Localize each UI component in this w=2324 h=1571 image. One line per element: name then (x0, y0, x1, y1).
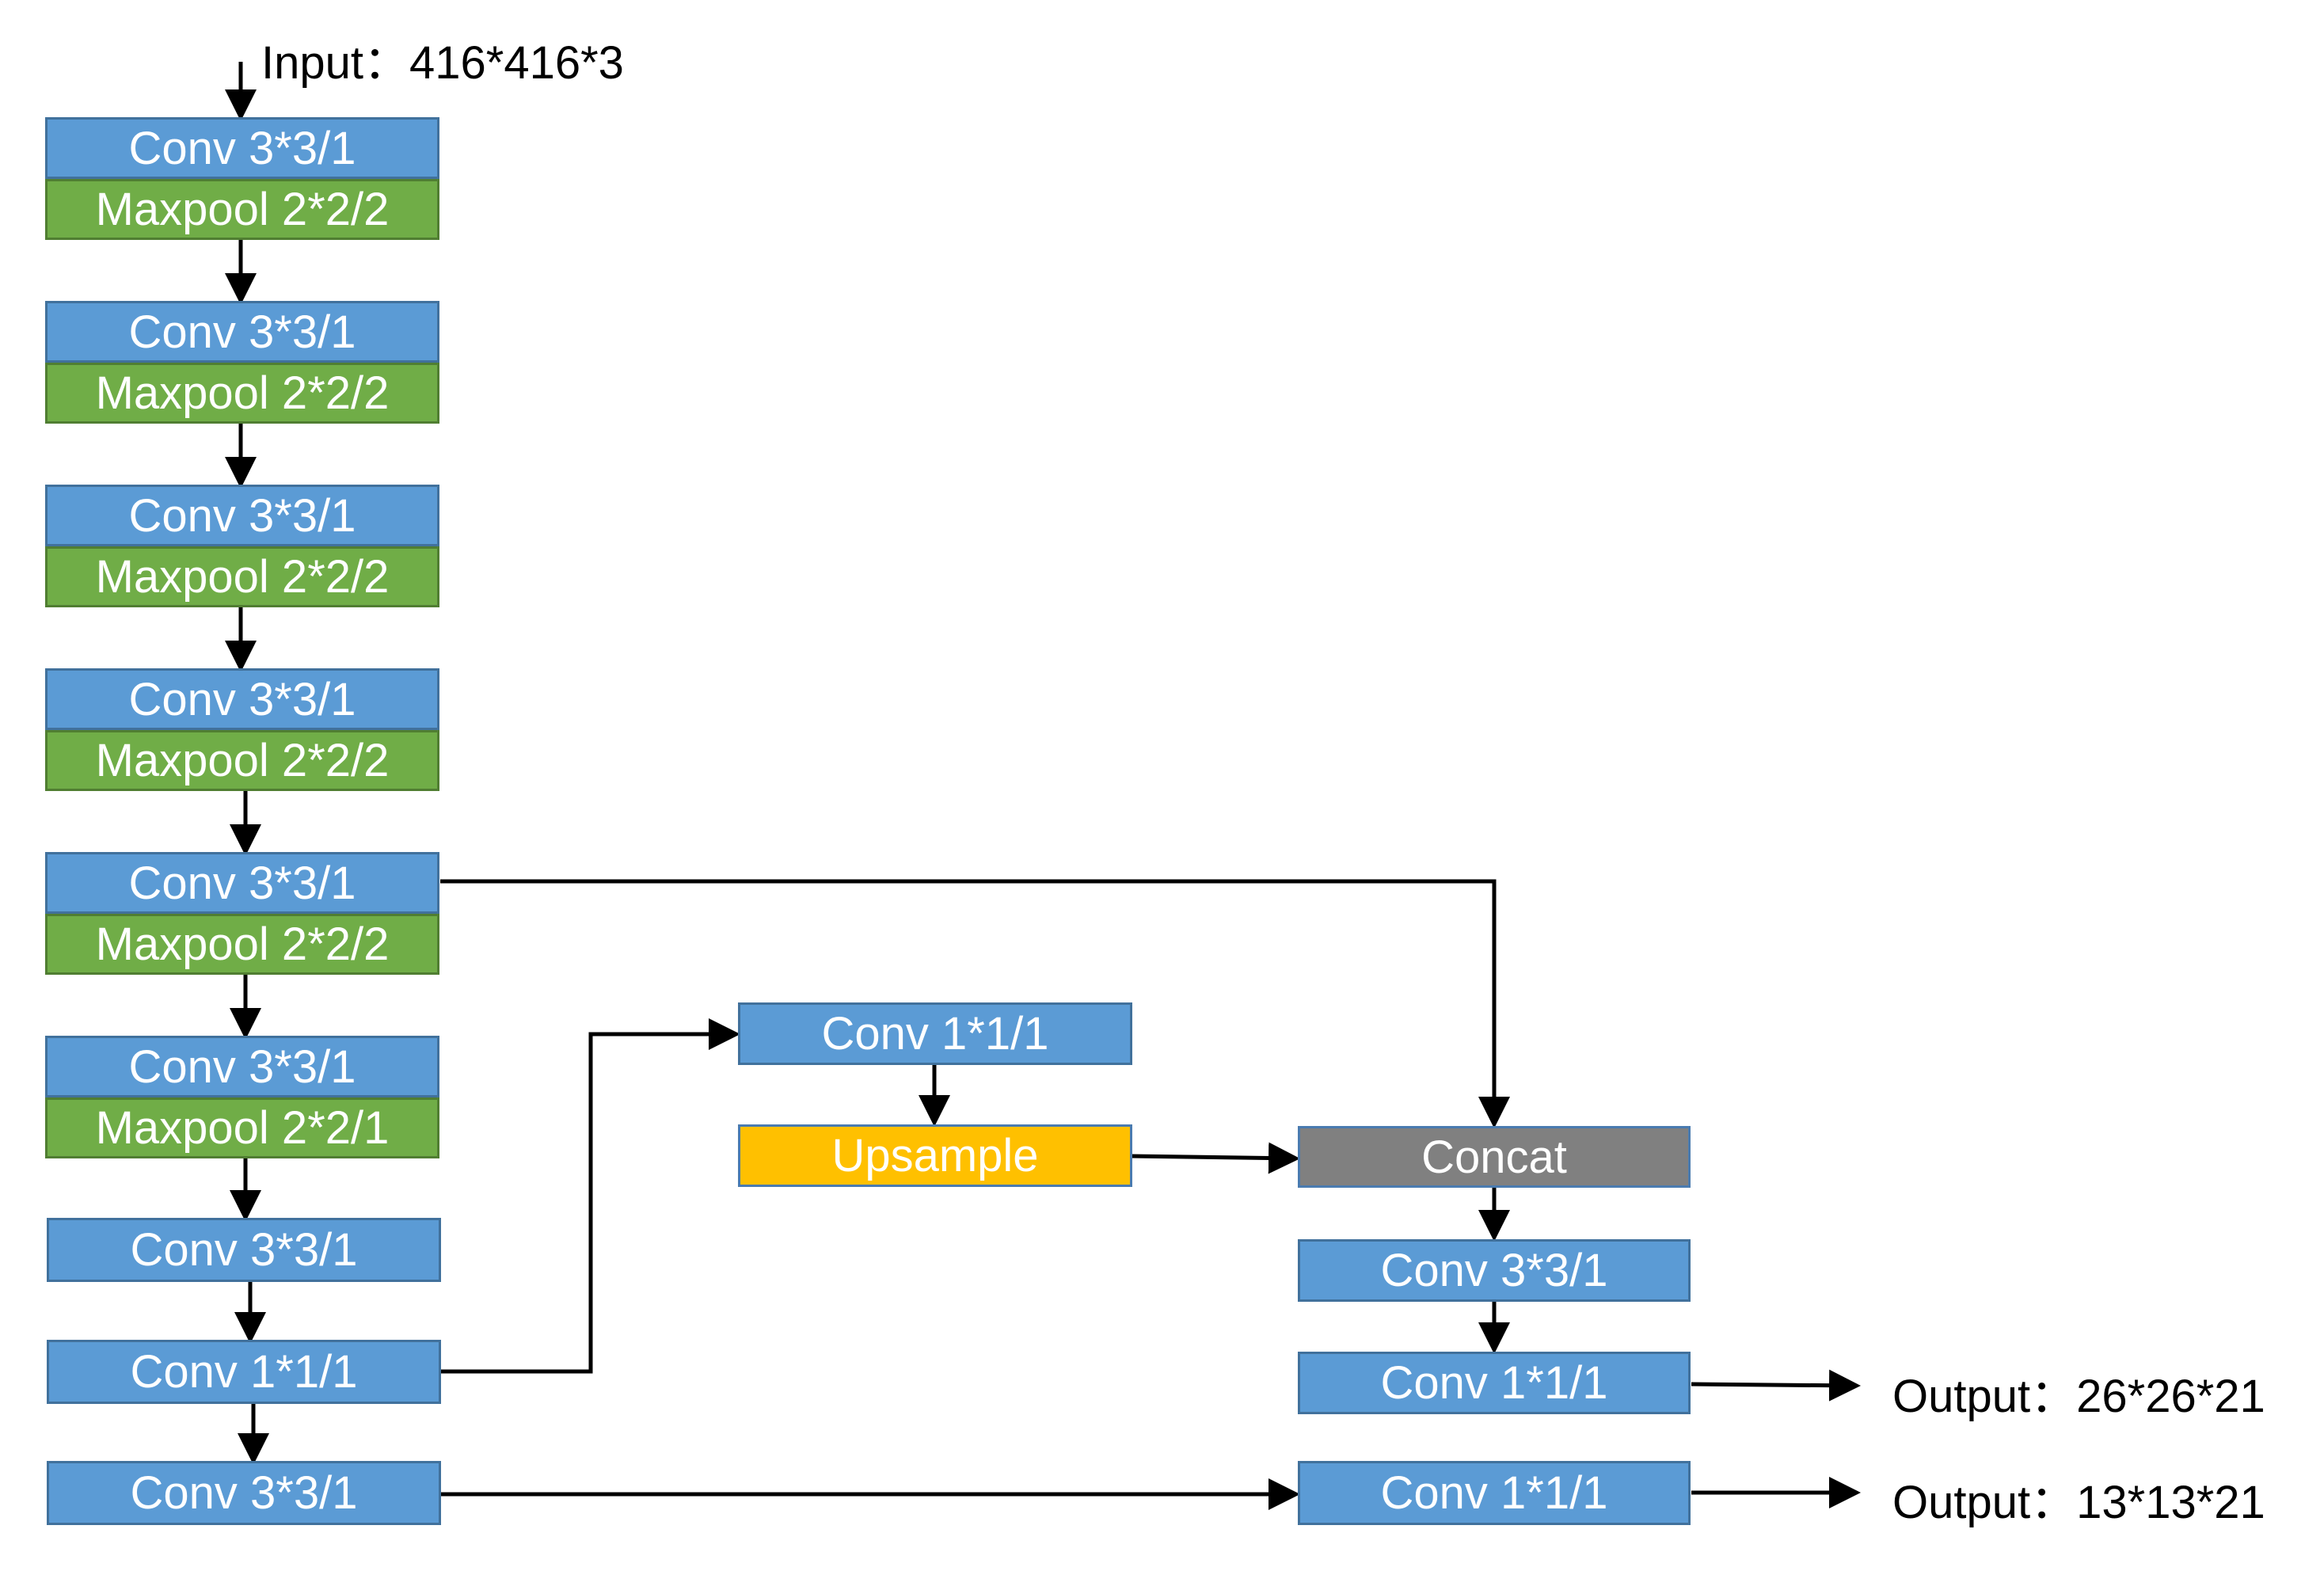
backbone-maxpool-2: Maxpool 2*2/2 (45, 363, 439, 424)
out2-conv-1x1: Conv 1*1/1 (1298, 1461, 1691, 1525)
input-label: Input：416*416*3 (261, 37, 624, 89)
output-label-26: Output：26*26*21 (1892, 1371, 2265, 1422)
arrow-skip-to-concat (440, 879, 1510, 1128)
tail-conv-3x3-a: Conv 3*3/1 (47, 1218, 441, 1282)
backbone-conv-6: Conv 3*3/1 (45, 1036, 439, 1097)
concat-block: Concat (1298, 1126, 1691, 1188)
backbone-conv-1: Conv 3*3/1 (45, 117, 439, 179)
backbone-maxpool-4: Maxpool 2*2/2 (45, 730, 439, 791)
head-conv-3x3: Conv 3*3/1 (1298, 1239, 1691, 1302)
backbone-conv-5: Conv 3*3/1 (45, 852, 439, 914)
branch-conv-1x1: Conv 1*1/1 (738, 1002, 1132, 1065)
output-label-13: Output：13*13*21 (1892, 1477, 2265, 1528)
arrow-upsample-concat (1130, 1142, 1300, 1174)
backbone-maxpool-3: Maxpool 2*2/2 (45, 546, 439, 607)
upsample-block: Upsample (738, 1124, 1132, 1187)
backbone-maxpool-1: Maxpool 2*2/2 (45, 179, 439, 240)
backbone-conv-4: Conv 3*3/1 (45, 668, 439, 730)
backbone-conv-3: Conv 3*3/1 (45, 485, 439, 546)
arrow-t2-to-branch (440, 1018, 740, 1374)
backbone-conv-2: Conv 3*3/1 (45, 301, 439, 363)
backbone-maxpool-6: Maxpool 2*2/1 (45, 1097, 439, 1158)
tail-conv-1x1: Conv 1*1/1 (47, 1340, 441, 1404)
tail-conv-3x3-b: Conv 3*3/1 (47, 1461, 441, 1525)
head-conv-1x1: Conv 1*1/1 (1298, 1352, 1691, 1414)
backbone-maxpool-5: Maxpool 2*2/2 (45, 914, 439, 975)
arrow-h2-out1 (1691, 1369, 1861, 1402)
